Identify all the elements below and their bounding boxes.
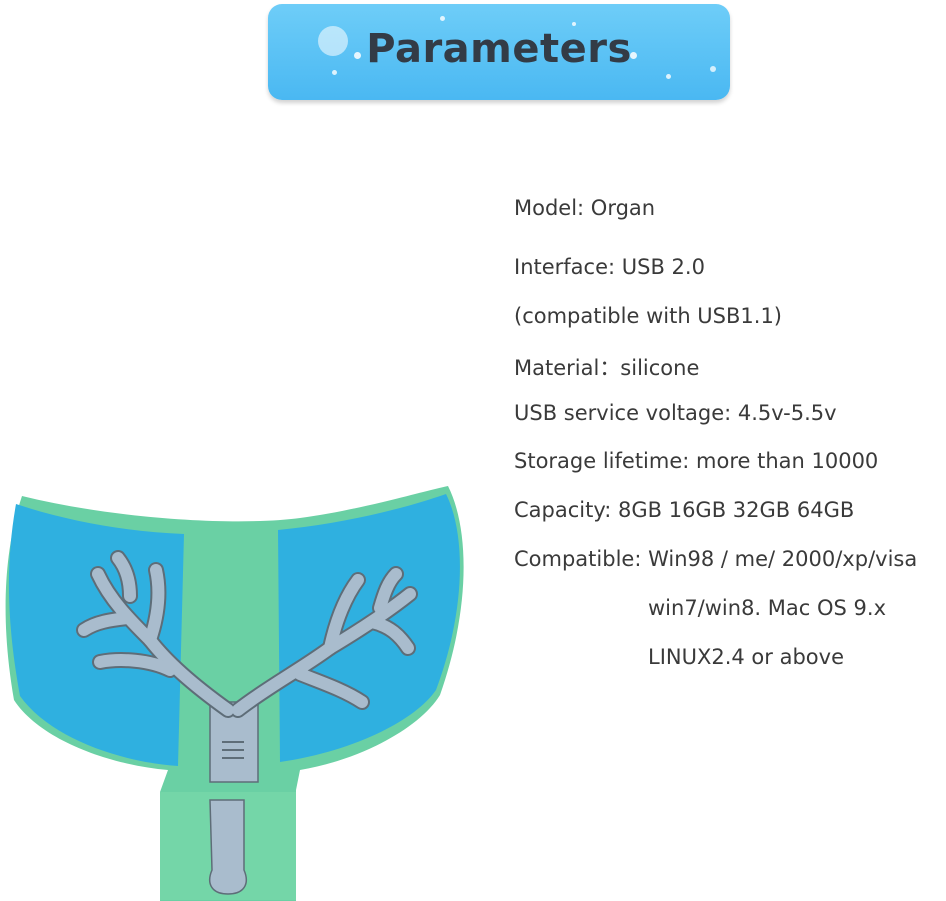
banner-bubble <box>710 66 716 72</box>
banner-title: Parameters <box>366 26 632 72</box>
spec-voltage: USB service voltage: 4.5v-5.5v <box>514 401 837 425</box>
spec-material: Material：silicone <box>514 356 700 380</box>
left-lung-lobe <box>8 504 184 766</box>
banner-bubble <box>354 52 361 59</box>
spec-interface: Interface: USB 2.0 <box>514 255 705 279</box>
spec-compatible-line2: win7/win8. Mac OS 9.x <box>648 596 886 620</box>
bronchi <box>76 550 418 718</box>
spec-model: Model: Organ <box>514 196 656 220</box>
parameters-banner: Parameters <box>268 4 730 100</box>
banner-bubble <box>332 70 337 75</box>
banner-bubble <box>572 22 576 26</box>
spec-interface-compat: (compatible with USB1.1) <box>514 304 782 328</box>
spec-capacity: Capacity: 8GB 16GB 32GB 64GB <box>514 498 855 522</box>
lung-usb-drive-icon <box>5 486 464 901</box>
banner-bubble <box>440 16 445 21</box>
spec-compatible: Compatible: Win98 / me/ 2000/xp/visa <box>514 547 918 571</box>
trachea <box>208 799 248 895</box>
banner-bubble <box>666 74 671 79</box>
banner-bubble <box>318 26 348 56</box>
banner-bubble <box>630 52 637 59</box>
spec-compatible-line3: LINUX2.4 or above <box>648 645 844 669</box>
spec-lifetime: Storage lifetime: more than 10000 <box>514 449 879 473</box>
